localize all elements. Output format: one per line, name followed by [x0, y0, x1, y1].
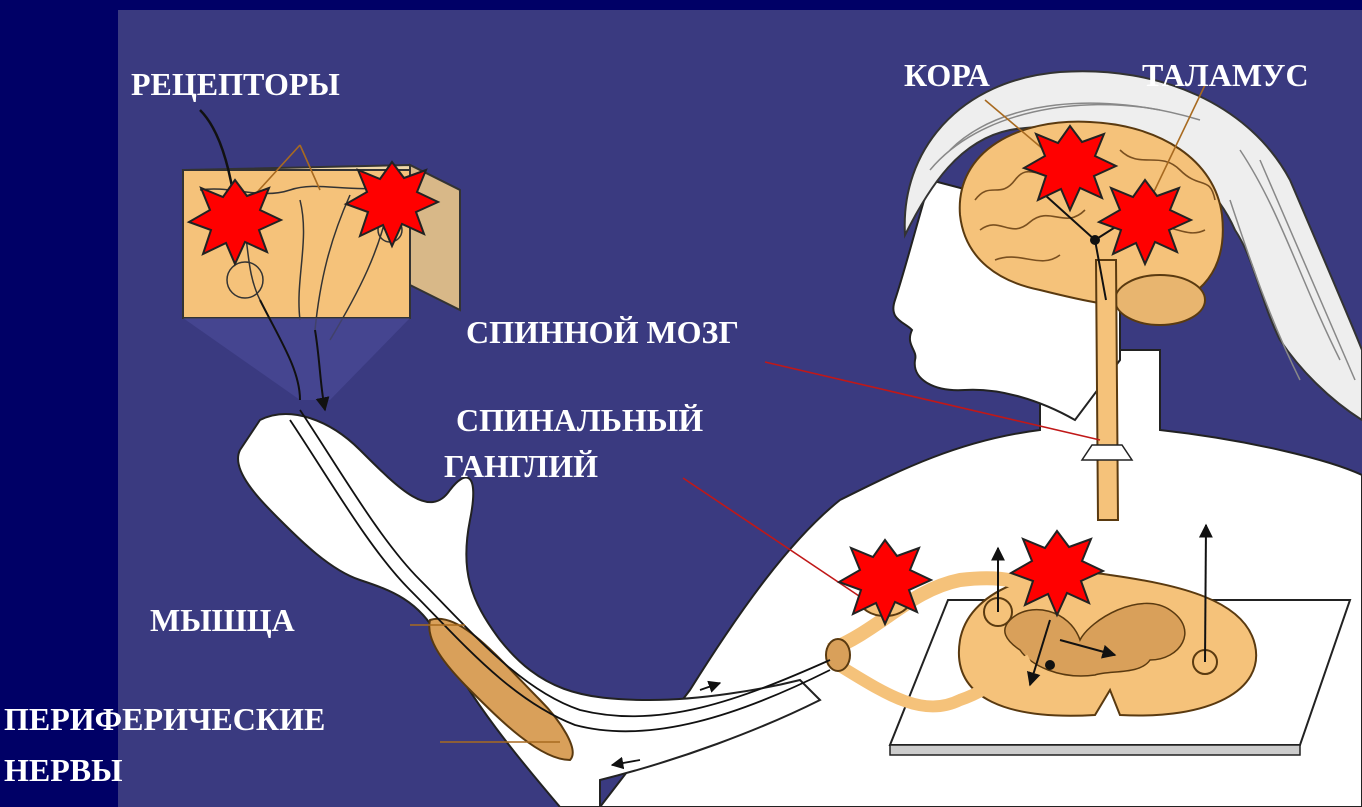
label-spinal-cord: СПИННОЙ МОЗГ: [466, 314, 739, 350]
label-thalamus: ТАЛАМУС: [1142, 57, 1309, 93]
label-peripheral-nerves-line1: ПЕРИФЕРИЧЕСКИЕ: [4, 701, 325, 737]
label-spinal-ganglion-line1: СПИНАЛЬНЫЙ: [456, 402, 703, 438]
neuron-body: [1045, 660, 1055, 670]
nerve-cut-end: [826, 639, 850, 671]
cerebellum: [1115, 275, 1205, 325]
label-muscle: МЫШЦА: [150, 602, 295, 638]
label-spinal-ganglion-line2: ГАНГЛИЙ: [444, 448, 598, 484]
thalamus-nucleus: [1090, 235, 1100, 245]
label-receptors: РЕЦЕПТОРЫ: [131, 66, 340, 102]
plate-edge: [890, 745, 1300, 755]
spinal-cord-column: [1096, 260, 1118, 520]
label-peripheral-nerves-line2: НЕРВЫ: [4, 752, 123, 788]
label-cortex: КОРА: [904, 57, 990, 93]
ascending-arrow-2: [1205, 525, 1206, 662]
